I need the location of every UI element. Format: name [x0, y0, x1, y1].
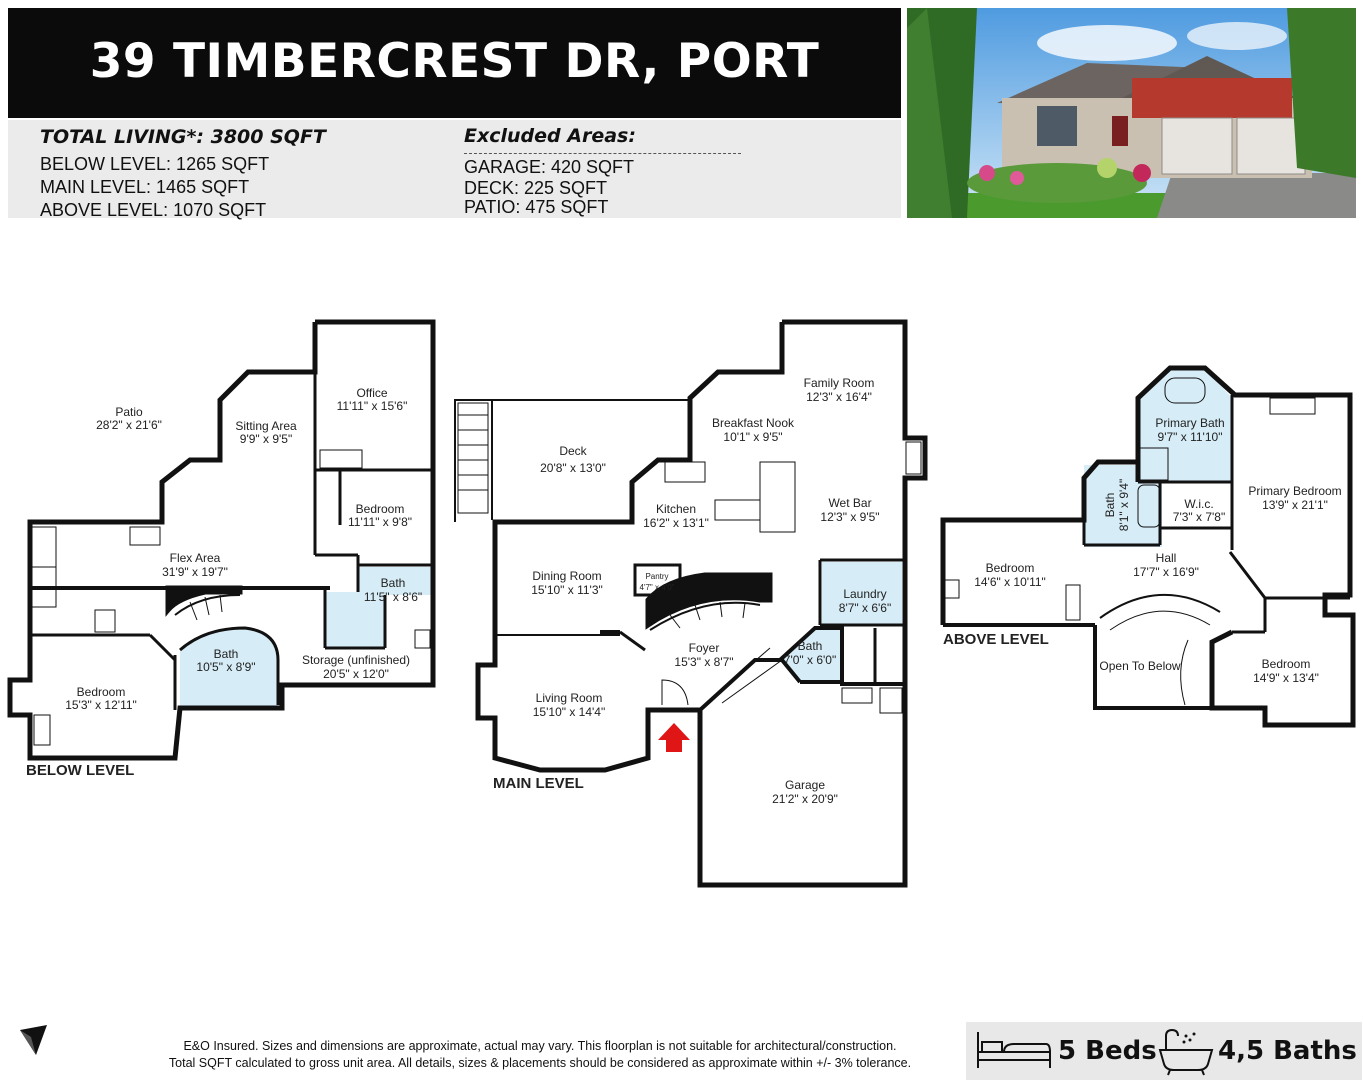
- room-bedroom1-dims: 11'11" x 9'8": [348, 515, 412, 529]
- entrance-arrow-icon: [658, 723, 690, 752]
- beds-baths-badge: 5 Beds 4,5 Baths: [966, 1022, 1362, 1080]
- room-flex-name: Flex Area: [170, 551, 221, 565]
- room-deck-name: Deck: [559, 444, 587, 458]
- room-laundry-name: Laundry: [843, 587, 886, 601]
- disclaimer: E&O Insured. Sizes and dimensions are ap…: [100, 1038, 980, 1072]
- room-kitchen-name: Kitchen: [656, 502, 696, 516]
- room-bath-name: Bath: [214, 647, 239, 661]
- room-garage-name: Garage: [785, 778, 825, 792]
- room-open-to-below: Open To Below: [1099, 659, 1180, 673]
- room-hall-name: Hall: [1156, 551, 1177, 565]
- room-bath-small-dims: 11'5" x 8'6": [364, 590, 422, 604]
- deck-area: DECK: 225 SQFT: [464, 178, 608, 198]
- room-office-dims: 11'11" x 15'6": [337, 399, 408, 413]
- room-primary-bed-dims: 13'9" x 21'1": [1262, 498, 1328, 512]
- room-storage-name: Storage (unfinished): [302, 653, 410, 667]
- room-pantry-dims: 4'7" x 4'0": [640, 583, 675, 592]
- room-bedroom2-dims: 15'3" x 12'11": [65, 698, 137, 712]
- room-bedroom1-name-above: Bedroom: [986, 561, 1035, 575]
- disclaimer-line-2: Total SQFT calculated to gross unit area…: [168, 1056, 912, 1070]
- below-level-plan: [7, 319, 436, 761]
- below-level-label: BELOW LEVEL: [26, 762, 134, 779]
- room-wetbar-name: Wet Bar: [828, 496, 871, 510]
- excluded-areas-title: Excluded Areas:: [464, 125, 636, 147]
- garage-area: GARAGE: 420 SQFT: [464, 157, 635, 177]
- north-compass-icon: N: [20, 1025, 47, 1055]
- room-wic-dims: 7'3" x 7'8": [1173, 510, 1225, 524]
- main-level-area: MAIN LEVEL: 1465 SQFT: [40, 177, 250, 197]
- room-bath-small-name: Bath: [381, 576, 406, 590]
- room-primary-bath-name: Primary Bath: [1155, 416, 1224, 430]
- room-foyer-dims: 15'3" x 8'7": [674, 655, 733, 669]
- compass-north-label: N: [30, 1028, 36, 1037]
- room-bedroom1-name: Bedroom: [356, 502, 405, 516]
- area-summary-panel: [8, 120, 901, 218]
- above-level-label: ABOVE LEVEL: [943, 631, 1049, 648]
- room-bedroom2-name: Bedroom: [77, 685, 126, 699]
- room-pantry-name: Pantry: [645, 572, 668, 581]
- room-sitting-dims: 9'9" x 9'5": [240, 432, 292, 446]
- room-bedroom2-dims-above: 14'9" x 13'4": [1253, 671, 1319, 685]
- disclaimer-line-1: E&O Insured. Sizes and dimensions are ap…: [183, 1039, 897, 1053]
- room-patio-name: Patio: [115, 405, 143, 419]
- room-foyer-name: Foyer: [689, 641, 720, 655]
- bed-icon: [977, 1032, 1051, 1068]
- divider: [464, 153, 741, 154]
- room-flex-dims: 31'9" x 19'7": [162, 565, 228, 579]
- room-family-dims: 12'3" x 16'4": [806, 390, 872, 404]
- room-bedroom1-dims-above: 14'6" x 10'11": [974, 575, 1046, 589]
- room-dining-name: Dining Room: [532, 569, 601, 583]
- room-bath-name-main: Bath: [798, 639, 823, 653]
- below-level-area: BELOW LEVEL: 1265 SQFT: [40, 154, 270, 174]
- room-bedroom2-name-above: Bedroom: [1262, 657, 1311, 671]
- room-bath-dims-above: 8'1" x 9'4": [1117, 479, 1131, 531]
- room-bath-name-above: Bath: [1103, 493, 1117, 518]
- room-family-name: Family Room: [804, 376, 875, 390]
- main-level-plan: [454, 319, 928, 888]
- room-patio-dims: 28'2" x 21'6": [96, 418, 162, 432]
- room-garage-dims: 21'2" x 20'9": [772, 792, 838, 806]
- room-wic-name: W.i.c.: [1184, 497, 1213, 511]
- room-storage-dims: 20'5" x 12'0": [323, 667, 389, 681]
- room-hall-dims: 17'7" x 16'9": [1133, 565, 1199, 579]
- room-primary-bath-dims: 9'7" x 11'10": [1158, 430, 1223, 444]
- above-level-area: ABOVE LEVEL: 1070 SQFT: [40, 200, 267, 220]
- above-level-plan: [940, 365, 1356, 728]
- room-bath-dims: 10'5" x 8'9": [196, 660, 255, 674]
- beds-count: 5 Beds: [1058, 1036, 1157, 1066]
- room-primary-bed-name: Primary Bedroom: [1248, 484, 1341, 498]
- room-deck-dims: 20'8" x 13'0": [540, 461, 606, 475]
- title-bar: 39 TIMBERCREST DR, PORT MOODY: [8, 8, 901, 197]
- room-nook-name: Breakfast Nook: [712, 416, 795, 430]
- room-nook-dims: 10'1" x 9'5": [723, 430, 782, 444]
- room-kitchen-dims: 16'2" x 13'1": [643, 516, 709, 530]
- room-living-dims: 15'10" x 14'4": [533, 705, 606, 719]
- room-living-name: Living Room: [536, 691, 603, 705]
- room-laundry-dims: 8'7" x 6'6": [839, 601, 891, 615]
- bathtub-icon: [1158, 1028, 1214, 1076]
- room-office-name: Office: [356, 386, 387, 400]
- room-dining-dims: 15'10" x 11'3": [531, 583, 603, 597]
- room-sitting-name: Sitting Area: [235, 419, 297, 433]
- main-level-label: MAIN LEVEL: [493, 775, 584, 792]
- total-living: TOTAL LIVING*: 3800 SQFT: [40, 126, 326, 148]
- house-photo: [907, 8, 1356, 218]
- room-wetbar-dims: 12'3" x 9'5": [820, 510, 879, 524]
- baths-count: 4,5 Baths: [1218, 1036, 1357, 1066]
- patio-area: PATIO: 475 SQFT: [464, 197, 609, 217]
- room-bath-dims-main: 7'0" x 6'0": [784, 653, 836, 667]
